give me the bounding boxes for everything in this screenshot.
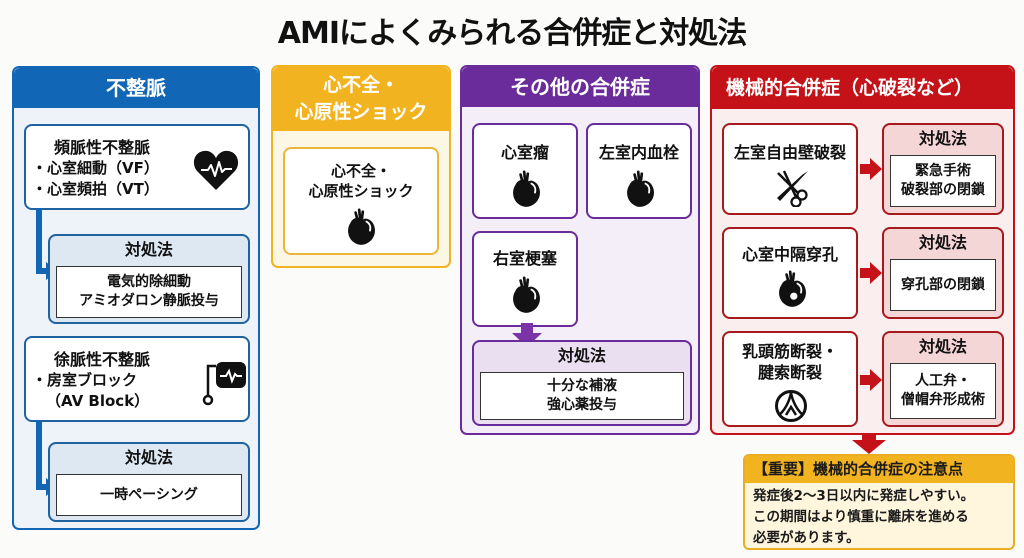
mechanical-complications-panel: 機械的合併症（心破裂など） 左室自由壁破裂 対処法 緊急手術 破裂部の閉鎖 心室… — [710, 65, 1015, 435]
vsd-treatment: 対処法 穿孔部の閉鎖 — [882, 227, 1004, 319]
brady-treatment-body: 一時ペーシング — [56, 474, 242, 516]
rv-infarction-card: 右室梗塞 — [472, 231, 578, 327]
treatment-label: 対処法 — [124, 448, 173, 467]
label-line: 心原性ショック — [308, 182, 414, 200]
free-wall-rupture-treatment: 対処法 緊急手術 破裂部の閉鎖 — [882, 123, 1004, 215]
treatment-line: 破裂部の閉鎖 — [901, 182, 985, 198]
treatment-line: 穿孔部の閉鎖 — [901, 276, 985, 293]
treatment-line: 一時ペーシング — [100, 486, 198, 503]
vsd-card: 心室中隔穿孔 — [722, 227, 858, 319]
heart-anatomy-icon — [508, 275, 544, 315]
heart-failure-panel: 心不全・ 心原性ショック 心不全・ 心原性ショック — [271, 65, 451, 268]
arrow-right-icon — [860, 158, 882, 180]
label-line: 腱索断裂 — [757, 363, 822, 382]
mechanical-header: 機械的合併症（心破裂など） — [712, 67, 1013, 109]
heart-failure-label: 心不全・ 心原性ショック — [285, 149, 437, 201]
label-line: 心不全・ — [330, 162, 391, 180]
page-title: AMIによくみられる合併症と対処法 — [277, 16, 747, 51]
item-label: 左室内血栓 — [598, 143, 679, 162]
heart-anatomy-icon — [508, 169, 544, 209]
tachy-treatment-card: 対処法 電気的除細動 アミオダロン静脈投与 — [48, 234, 250, 324]
tachy-title: 頻脈性不整脈 — [54, 138, 151, 157]
note-body: 発症後2〜3日以内に発症しやすい。 この期間はより慎重に離床を進める 必要があり… — [745, 483, 1013, 552]
treatment-body: 穿孔部の閉鎖 — [890, 259, 996, 311]
label-line: 乳頭筋断裂・ — [741, 342, 838, 361]
other-complications-panel: その他の合併症 心室瘤 左室内血栓 右室梗塞 対処法 十分な補液 強心薬投与 — [460, 65, 700, 435]
treatment-line: 十分な補液 — [547, 378, 617, 394]
ventricular-aneurysm-card: 心室瘤 — [472, 123, 578, 219]
heart-anatomy-icon — [622, 169, 658, 209]
treatment-label: 対処法 — [918, 129, 967, 148]
treatment-line: 人工弁・ — [915, 373, 971, 389]
treatment-line: 僧帽弁形成術 — [901, 392, 985, 408]
note-line: 必要があります。 — [753, 530, 860, 546]
item-label: 心室瘤 — [500, 143, 549, 162]
brady-arrhythmia-card: 徐脈性不整脈 ・房室ブロック （AV Block） — [24, 336, 250, 422]
tachy-item-vf: ・心室細動（VF） — [32, 159, 159, 177]
arrow-right-icon — [860, 369, 882, 391]
pacemaker-icon — [202, 362, 246, 406]
item-label: 右室梗塞 — [492, 249, 557, 268]
note-line: 発症後2〜3日以内に発症しやすい。 — [753, 488, 975, 504]
other-header: その他の合併症 — [462, 67, 698, 107]
header-line: 心不全・ — [322, 74, 399, 96]
surgical-tools-icon — [777, 170, 808, 207]
note-line: この期間はより慎重に離床を進める — [753, 509, 969, 525]
treatment-label: 対処法 — [918, 337, 967, 356]
heart-failure-card: 心不全・ 心原性ショック — [283, 147, 439, 255]
treatment-body: 人工弁・ 僧帽弁形成術 — [890, 363, 996, 419]
treatment-label: 対処法 — [918, 233, 967, 252]
connector-line — [36, 208, 42, 274]
free-wall-rupture-card: 左室自由壁破裂 — [722, 123, 858, 215]
heart-pulse-icon — [193, 150, 239, 190]
valve-icon — [775, 390, 807, 422]
papillary-rupture-card: 乳頭筋断裂・ 腱索断裂 — [722, 331, 858, 427]
arrow-down-icon — [512, 323, 542, 347]
treatment-label: 対処法 — [124, 240, 173, 259]
item-label: 心室中隔穿孔 — [741, 245, 838, 264]
header-line: 心原性ショック — [294, 101, 428, 123]
note-header: 【重要】機械的合併症の注意点 — [745, 456, 1013, 483]
lv-thrombus-card: 左室内血栓 — [586, 123, 692, 219]
treatment-body: 緊急手術 破裂部の閉鎖 — [890, 155, 996, 207]
treatment-line: 強心薬投与 — [547, 397, 617, 413]
treatment-line: 緊急手術 — [915, 163, 971, 179]
connector-line — [36, 420, 42, 490]
other-treatment-body: 十分な補液 強心薬投与 — [480, 372, 684, 420]
other-treatment-card: 対処法 十分な補液 強心薬投与 — [472, 340, 692, 426]
connector-line — [36, 484, 48, 490]
item-label: 左室自由壁破裂 — [733, 143, 846, 162]
brady-item-av-block-en: （AV Block） — [46, 392, 150, 410]
brady-item-av-block: ・房室ブロック — [32, 371, 138, 389]
treatment-line: 電気的除細動 — [107, 274, 191, 290]
tachy-treatment-body: 電気的除細動 アミオダロン静脈投与 — [56, 266, 242, 318]
arrhythmia-header: 不整脈 — [14, 68, 258, 108]
important-note: 【重要】機械的合併症の注意点 発症後2〜3日以内に発症しやすい。 この期間はより… — [743, 454, 1015, 550]
brady-title: 徐脈性不整脈 — [54, 350, 151, 369]
arrow-down-icon — [852, 434, 886, 454]
item-label: 乳頭筋断裂・ 腱索断裂 — [724, 333, 856, 383]
heart-anatomy-icon — [343, 207, 379, 247]
treatment-line: アミオダロン静脈投与 — [79, 293, 219, 309]
heart-hole-icon — [774, 269, 810, 309]
arrhythmia-panel: 不整脈 頻脈性不整脈 ・心室細動（VF） ・心室頻拍（VT） 対処法 電気的除細… — [12, 66, 260, 530]
connector-line — [36, 268, 48, 274]
tachy-item-vt: ・心室頻拍（VT） — [32, 180, 159, 198]
heart-failure-header: 心不全・ 心原性ショック — [273, 67, 449, 131]
arrow-right-icon — [860, 262, 882, 284]
brady-treatment-card: 対処法 一時ペーシング — [48, 442, 250, 522]
tachy-arrhythmia-card: 頻脈性不整脈 ・心室細動（VF） ・心室頻拍（VT） — [24, 124, 250, 210]
papillary-rupture-treatment: 対処法 人工弁・ 僧帽弁形成術 — [882, 331, 1004, 427]
treatment-label: 対処法 — [557, 346, 606, 365]
